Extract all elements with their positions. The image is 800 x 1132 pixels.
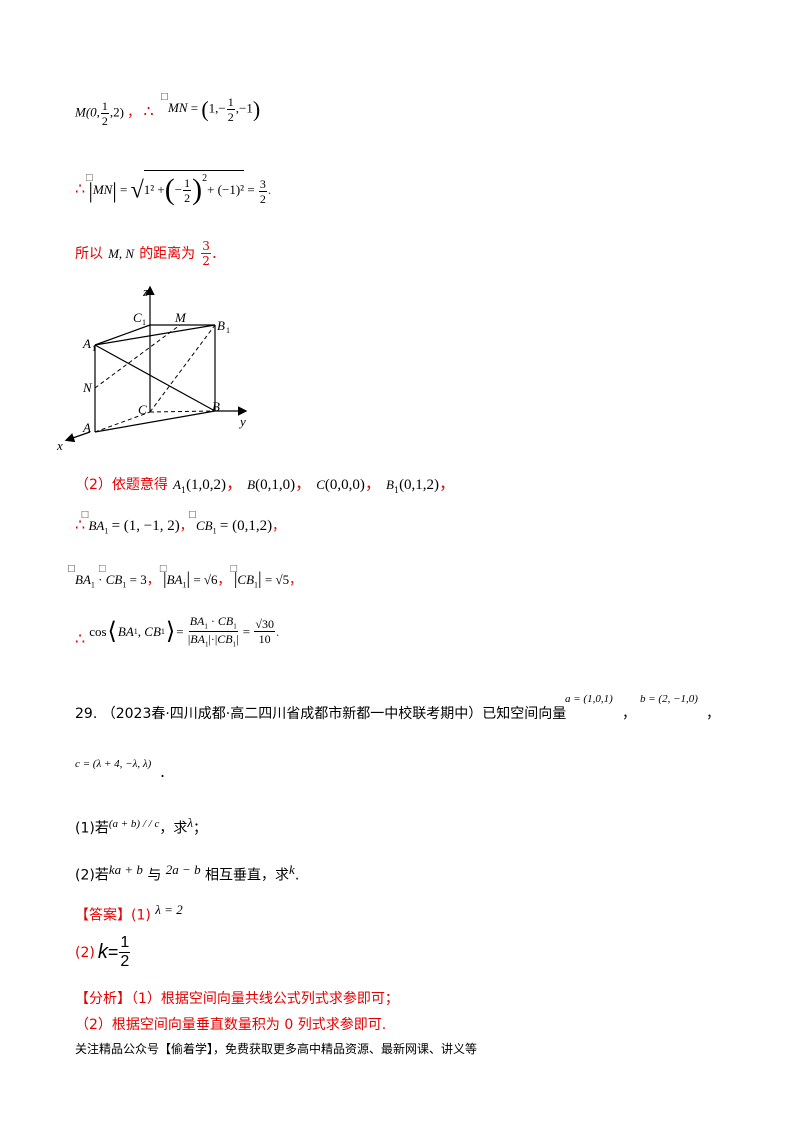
ba1-vector: BA: [88, 518, 105, 533]
q29-stem: 29. （2023春·四川成都·高二四川省成都市新都一中校联考期中）已知空间向量: [75, 703, 566, 723]
svg-text:1: 1: [226, 326, 230, 335]
prism-diagram: z y x C 1 M B 1 A 1 N C B A: [56, 284, 248, 453]
label-y: y: [238, 414, 246, 429]
analysis-line2: （2）根据空间向量垂直数量积为 0 列式求参即可.: [75, 1017, 387, 1033]
answer-label: 【答案】: [75, 907, 131, 924]
part2-dot-norms: ⃞⃞⃞BA1 · ⃞⃞⃞CB1 = 3， |⃞⃞⃞BA1| = √6， |⃞⃞⃞…: [75, 568, 303, 590]
svg-text:1: 1: [142, 318, 146, 327]
vector-b: b = (2, −1,0): [640, 693, 698, 705]
part2-points: （2）依题意得 A1(1,0,2)， B(0,1,0)， C(0,0,0)， B…: [75, 474, 456, 496]
mn-vector-expr: ⃞⃞⃞ MN = (1,−12,−1): [168, 95, 261, 124]
label-a1: A: [82, 336, 91, 351]
label-n: N: [82, 380, 93, 395]
label-b: B: [212, 399, 220, 414]
answer-line: 【答案】(1) λ = 2: [75, 902, 183, 924]
page-footer: 关注精品公众号【偷着学】，免费获取更多高中精品资源、最新网课、讲义等: [75, 1042, 478, 1056]
label-x: x: [56, 438, 63, 453]
q29-sub2: (2)若ka + b 与 2a − b 相互垂直，求k.: [75, 862, 300, 884]
m-point: M(0,: [75, 104, 100, 120]
analysis-line1: 【分析】（1）根据空间向量共线公式列式求参即可；: [75, 991, 399, 1007]
label-m: M: [174, 310, 187, 325]
x-axis: [64, 431, 91, 443]
label-a: A: [82, 420, 91, 435]
svg-text:1: 1: [92, 344, 96, 353]
label-z: z: [142, 284, 148, 299]
answer1-value: λ = 2: [155, 902, 183, 917]
q29-number: 29.: [75, 706, 98, 722]
therefore-symbol: ∴: [143, 103, 154, 121]
q29-sub1: (1)若(a + b) / / c，求λ；: [75, 815, 207, 837]
vector-a: a = (1,0,1): [565, 693, 613, 705]
label-c1: C: [133, 310, 142, 325]
label-b1: B: [217, 318, 225, 333]
label-c: C: [138, 402, 147, 417]
line-mn-norm: ∴ |⃞⃞⃞MN| = √ 1² + (−12)2 + (−1)² = 32.: [75, 170, 271, 207]
q29-source: （2023春·四川成都·高二四川省成都市新都一中校联考期中）已知空间向量: [101, 706, 567, 722]
therefore-symbol: ∴: [75, 181, 86, 198]
mn-vector: MN: [168, 100, 188, 116]
part2-vectors: ∴ ⃞⃞⃞BA1 = (1, −1, 2)， ⃞⃞⃞CB1 = (0,1,2)，: [75, 517, 286, 536]
mn-abs-vector: MN: [92, 182, 113, 197]
analysis-label: 【分析】: [75, 991, 131, 1007]
cb1-vector: CB: [196, 518, 213, 533]
vector-c: c = (λ + 4, −λ, λ): [75, 758, 152, 770]
